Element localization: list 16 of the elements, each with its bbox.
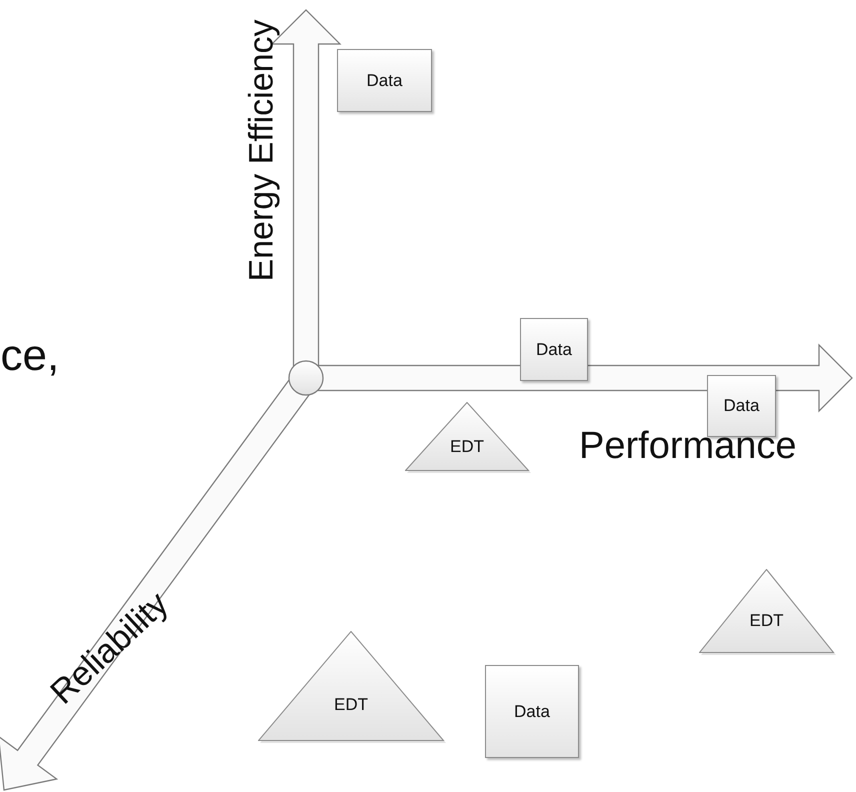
axis-title: Energy Efficiency [242, 18, 282, 282]
cut-off-text: ce, [0, 331, 60, 381]
node-label: Data [724, 396, 760, 416]
triangle-shape [258, 631, 444, 741]
node-label: EDT [334, 695, 368, 715]
data-box [520, 318, 588, 381]
triangle-shape [405, 402, 529, 471]
node-label: EDT [750, 611, 784, 631]
node-label: EDT [450, 437, 484, 457]
data-box [485, 665, 579, 758]
triangle-shape [699, 569, 834, 653]
node-label: Data [514, 702, 550, 722]
data-box [337, 49, 432, 112]
node-label: Data [536, 340, 572, 360]
axis-title: Performance [579, 424, 797, 468]
node-label: Data [366, 70, 402, 90]
